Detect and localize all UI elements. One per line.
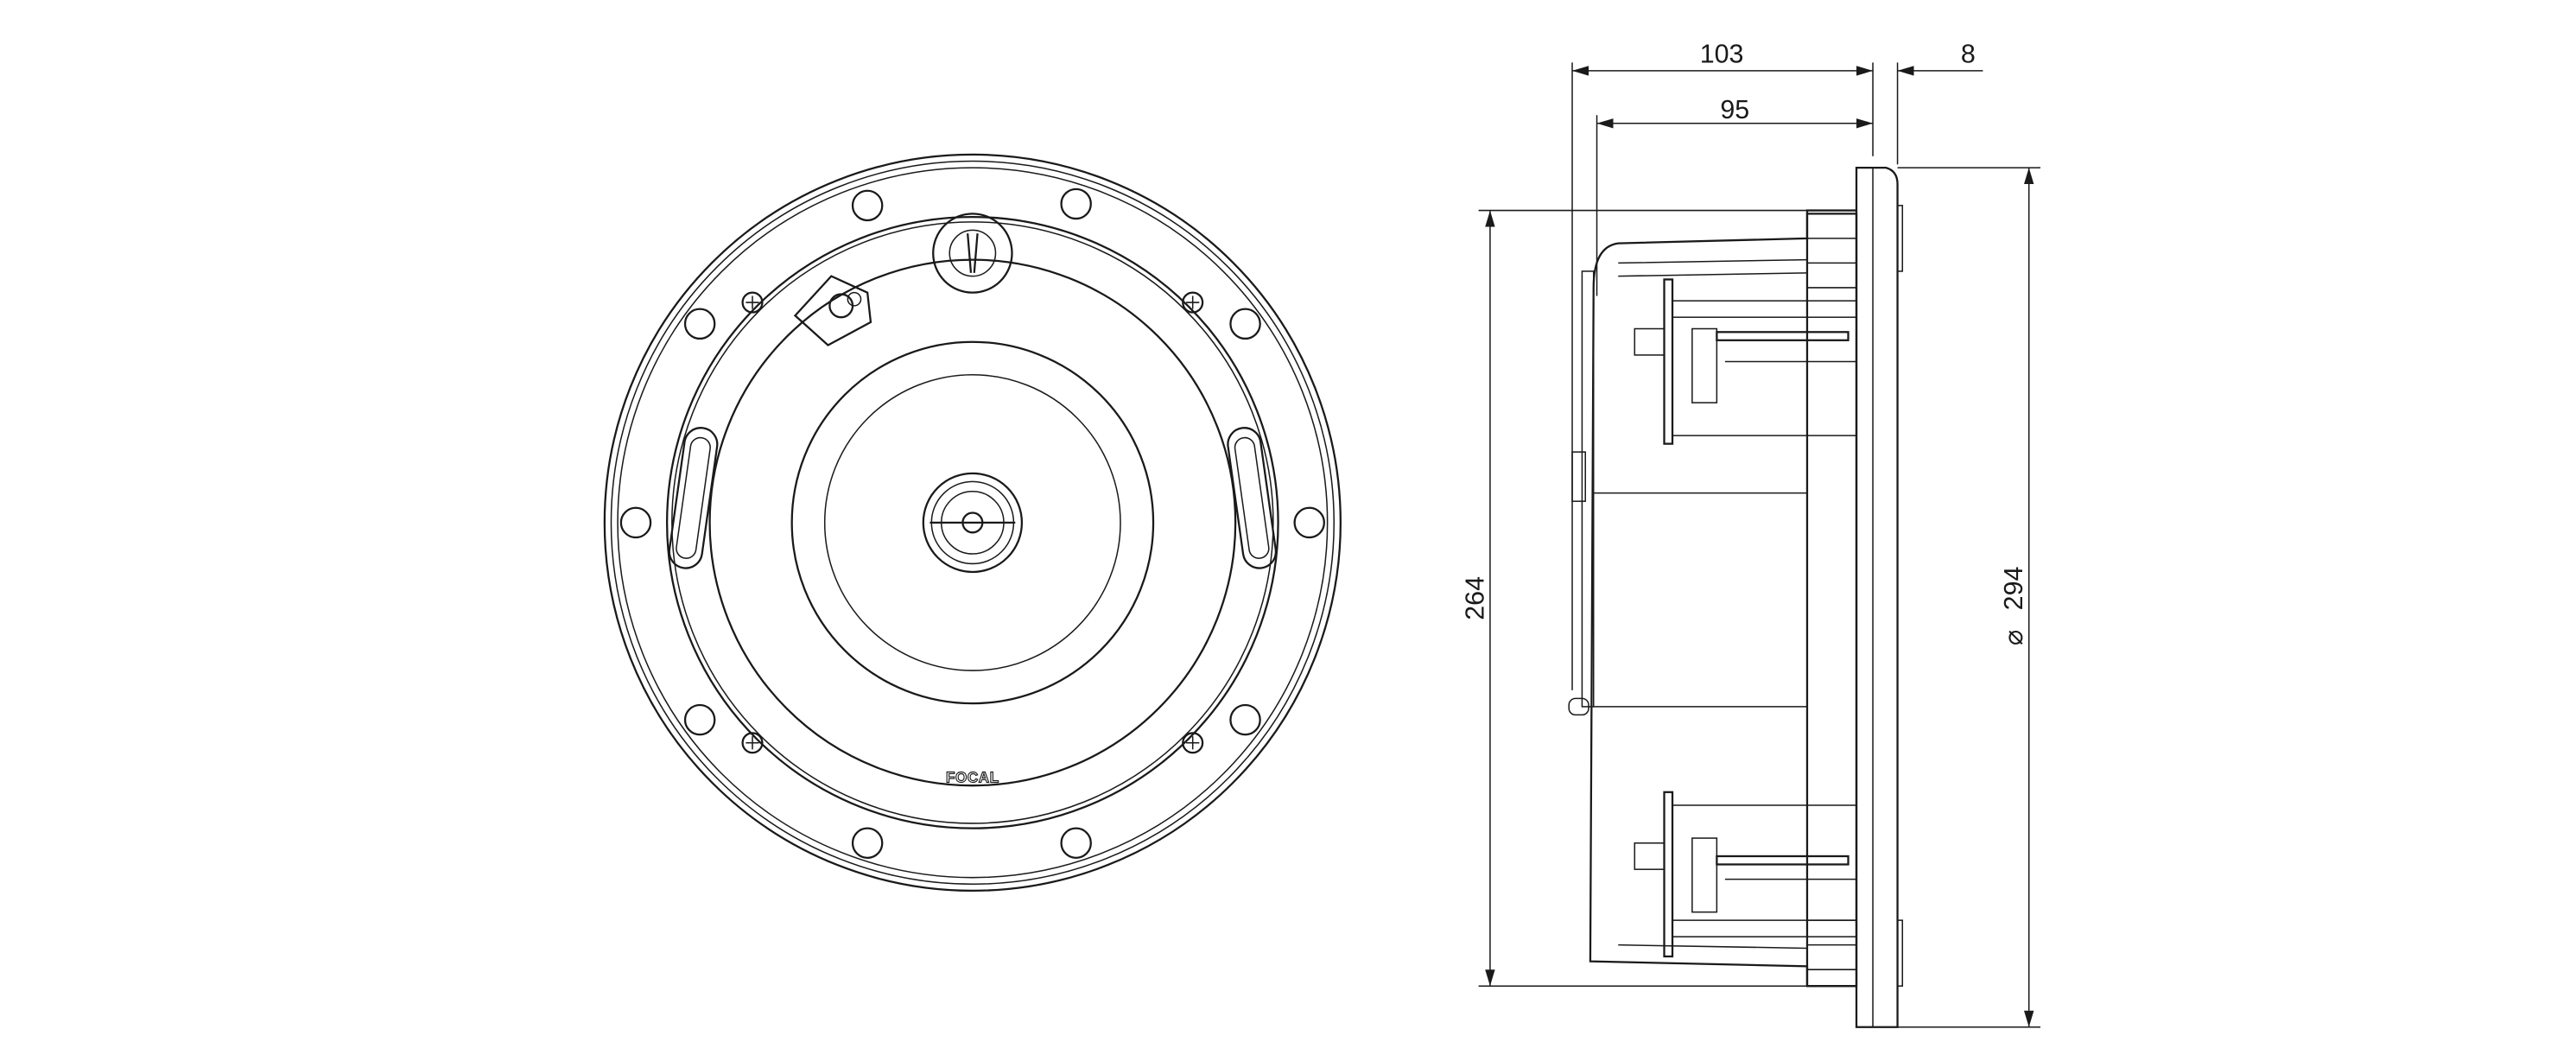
- woofer-cone-inner: [823, 373, 1121, 671]
- flange-ring-inner-edge: [610, 160, 1336, 886]
- flange-ring-step: [617, 167, 1329, 879]
- woofer-cone: [790, 340, 1155, 705]
- tweeter-adjust-knob: [932, 213, 1013, 294]
- screws: [741, 291, 1204, 754]
- dimension-flange-diameter: 294: [1999, 567, 2028, 611]
- terminal-bracket: [793, 275, 872, 346]
- dimension-lines: [1478, 62, 2041, 1028]
- mounting-holes: [619, 187, 1325, 860]
- outer-flange-ring: [603, 153, 1342, 893]
- swing-clamp-slots: [668, 427, 1278, 569]
- focal-logo: FOCAL: [946, 769, 999, 785]
- dimension-body-height: 264: [1460, 576, 1489, 620]
- dimension-flange-thickness: 8: [1961, 39, 1976, 68]
- woofer-surround: [708, 258, 1237, 787]
- flange-profile: [1855, 166, 1899, 1028]
- lower-clamp: [1634, 791, 1857, 958]
- baffle-ring: [665, 216, 1279, 829]
- dimension-overall-depth: 103: [1700, 39, 1744, 68]
- dimension-cutout-depth: 95: [1720, 95, 1749, 124]
- upper-clamp: [1634, 278, 1857, 445]
- front-view: FOCAL: [603, 153, 1342, 893]
- tweeter: [922, 472, 1024, 574]
- diameter-symbol: ⌀: [1999, 630, 2028, 645]
- side-view: [1568, 166, 1904, 1028]
- baffle-ring-edge: [671, 221, 1274, 824]
